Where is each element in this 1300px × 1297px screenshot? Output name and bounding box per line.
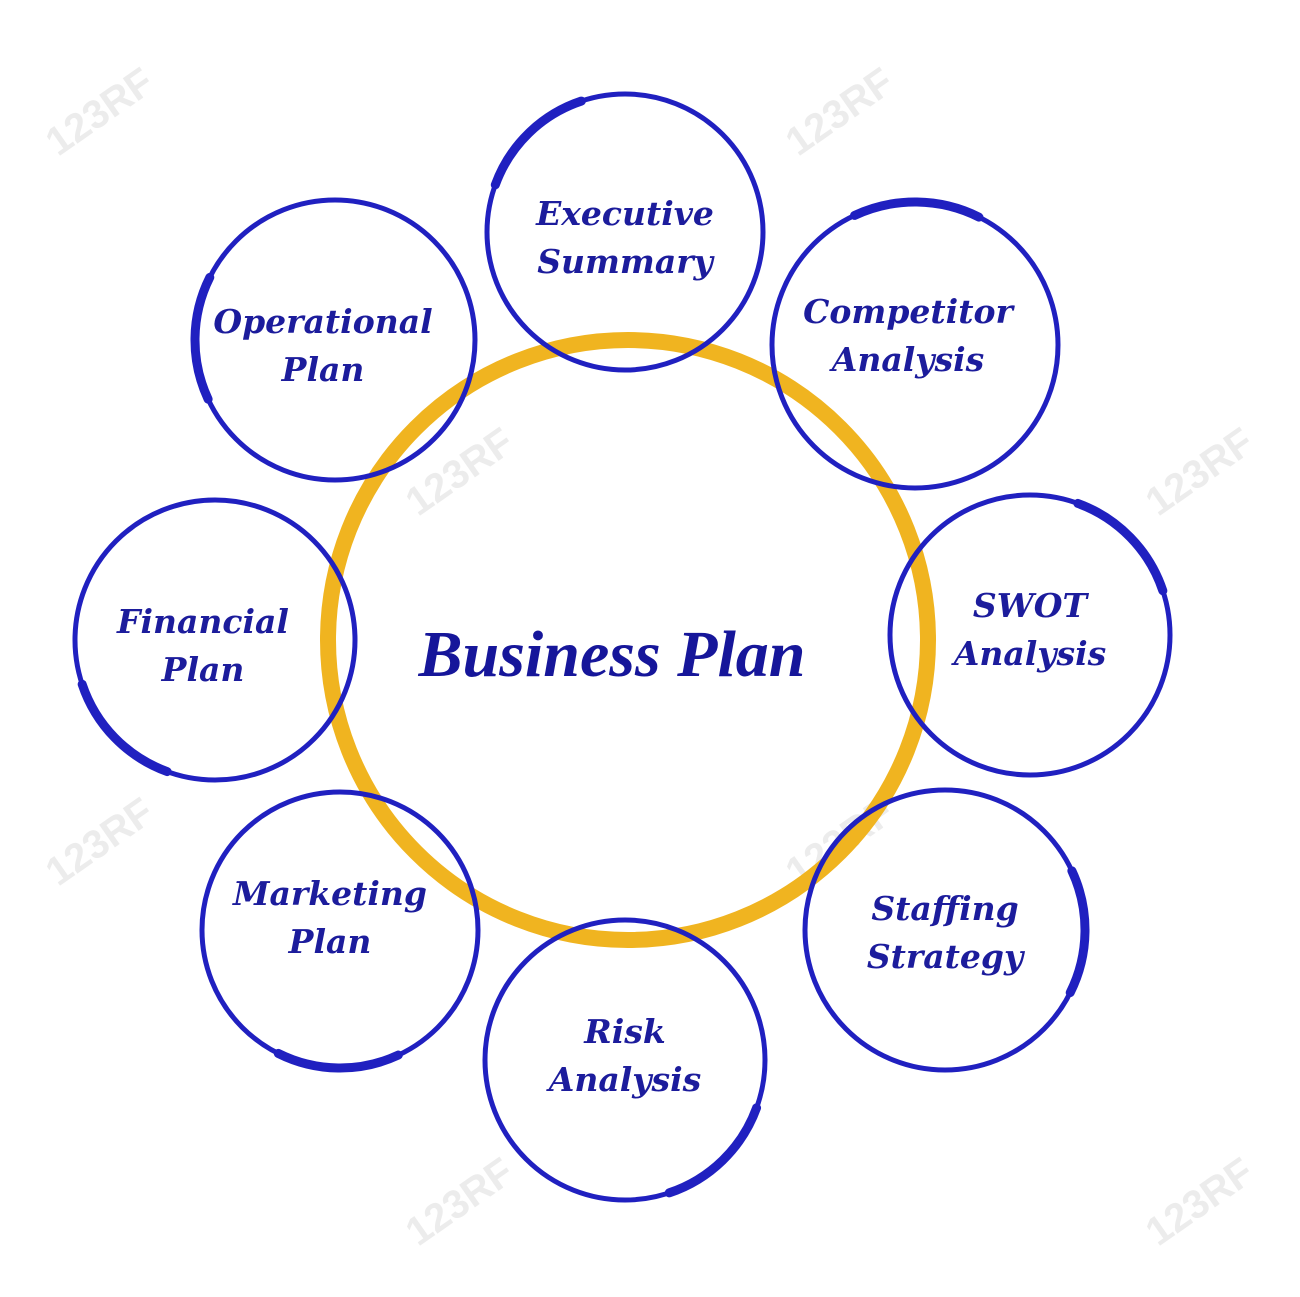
node-circle-accent [1065, 866, 1090, 998]
node-circle-accent [190, 272, 215, 404]
node-circle-accent [664, 1103, 762, 1198]
node-label: Analysis [548, 1060, 702, 1099]
center-ring [320, 332, 936, 948]
node-label: Plan [161, 650, 245, 689]
node-circle-accent [273, 1048, 403, 1073]
node-circle [72, 497, 358, 783]
node-label: Analysis [953, 634, 1107, 673]
node-circle-accent [490, 96, 586, 190]
node-swot-analysis[interactable]: SWOT Analysis [900, 582, 1160, 678]
node-label: Marketing [232, 874, 427, 913]
node-label: Executive [536, 194, 714, 233]
node-label: Summary [537, 242, 713, 281]
node-label: Plan [288, 922, 372, 961]
node-label: Risk [584, 1012, 666, 1051]
node-label: Competitor [803, 292, 1013, 331]
node-circle-accent [1073, 498, 1168, 596]
node-circle-accent [850, 197, 984, 222]
node-circle [484, 91, 766, 373]
node-label: SWOT [972, 586, 1088, 625]
center-title: Business Plan [418, 618, 806, 691]
node-label: Financial [117, 602, 289, 641]
node-label: Operational [213, 302, 433, 341]
node-label: Analysis [831, 340, 985, 379]
node-label: Staffing [871, 889, 1019, 928]
node-label: Strategy [866, 937, 1024, 976]
node-circle-accent [77, 679, 172, 777]
node-circle [482, 917, 768, 1203]
node-circle [887, 492, 1173, 778]
node-label: Plan [281, 350, 365, 389]
